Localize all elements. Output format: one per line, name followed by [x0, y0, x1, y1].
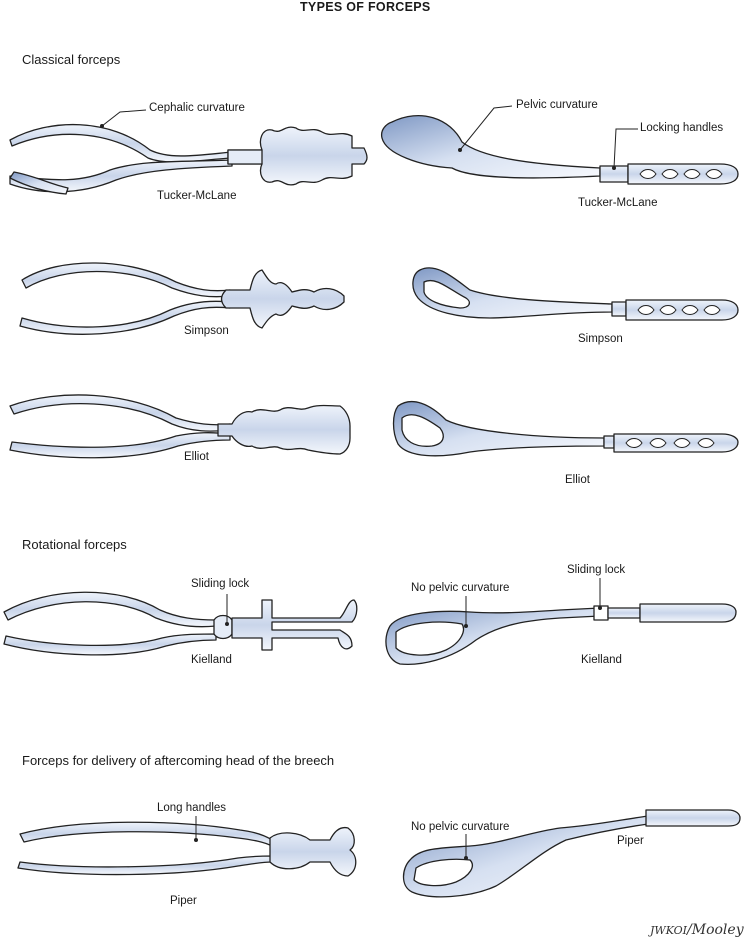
sliding-lock-label-left: Sliding lock [191, 578, 250, 590]
tucker-mclane-side-forceps [380, 114, 739, 185]
locking-handles-leader [613, 128, 638, 169]
simpson-side-forceps [412, 267, 739, 321]
simpson-front-name: Simpson [184, 325, 229, 337]
elliot-front-forceps [9, 394, 351, 459]
elliot-side-forceps [392, 401, 739, 457]
page-title: TYPES OF FORCEPS [300, 0, 431, 14]
tucker-mclane-front-forceps [9, 123, 368, 195]
tucker-mclane-front-name: Tucker-McLane [157, 190, 237, 202]
elliot-front-name: Elliot [184, 451, 209, 463]
elliot-side-name: Elliot [565, 474, 590, 486]
no-pelvic-curvature-label-1: No pelvic curvature [411, 582, 510, 594]
tucker-mclane-side-name: Tucker-McLane [578, 197, 658, 209]
piper-side-name: Piper [617, 835, 644, 847]
piper-side-forceps [402, 809, 741, 898]
simpson-side-name: Simpson [578, 333, 623, 345]
long-handles-label: Long handles [157, 802, 227, 814]
cephalic-curvature-leader [101, 109, 147, 127]
artist-signature: JWKOI/Mooley [650, 922, 744, 938]
no-pelvic-curvature-label-2: No pelvic curvature [411, 821, 510, 833]
section-rotational-forceps: Rotational forceps [22, 537, 127, 552]
section-classical-forceps: Classical forceps [22, 52, 121, 67]
pelvic-curvature-leader [459, 105, 513, 151]
kielland-front-forceps [3, 591, 358, 656]
kielland-side-name: Kielland [581, 654, 622, 666]
piper-front-forceps [17, 821, 357, 877]
simpson-front-forceps [19, 262, 345, 335]
piper-front-name: Piper [170, 895, 197, 907]
section-breech-forceps: Forceps for delivery of aftercoming head… [22, 753, 335, 768]
kielland-side-forceps [385, 603, 737, 666]
kielland-front-name: Kielland [191, 654, 232, 666]
cephalic-curvature-label: Cephalic curvature [149, 102, 245, 114]
pelvic-curvature-label: Pelvic curvature [516, 99, 598, 111]
sliding-lock-label-right: Sliding lock [567, 564, 626, 576]
locking-handles-label: Locking handles [640, 122, 724, 134]
